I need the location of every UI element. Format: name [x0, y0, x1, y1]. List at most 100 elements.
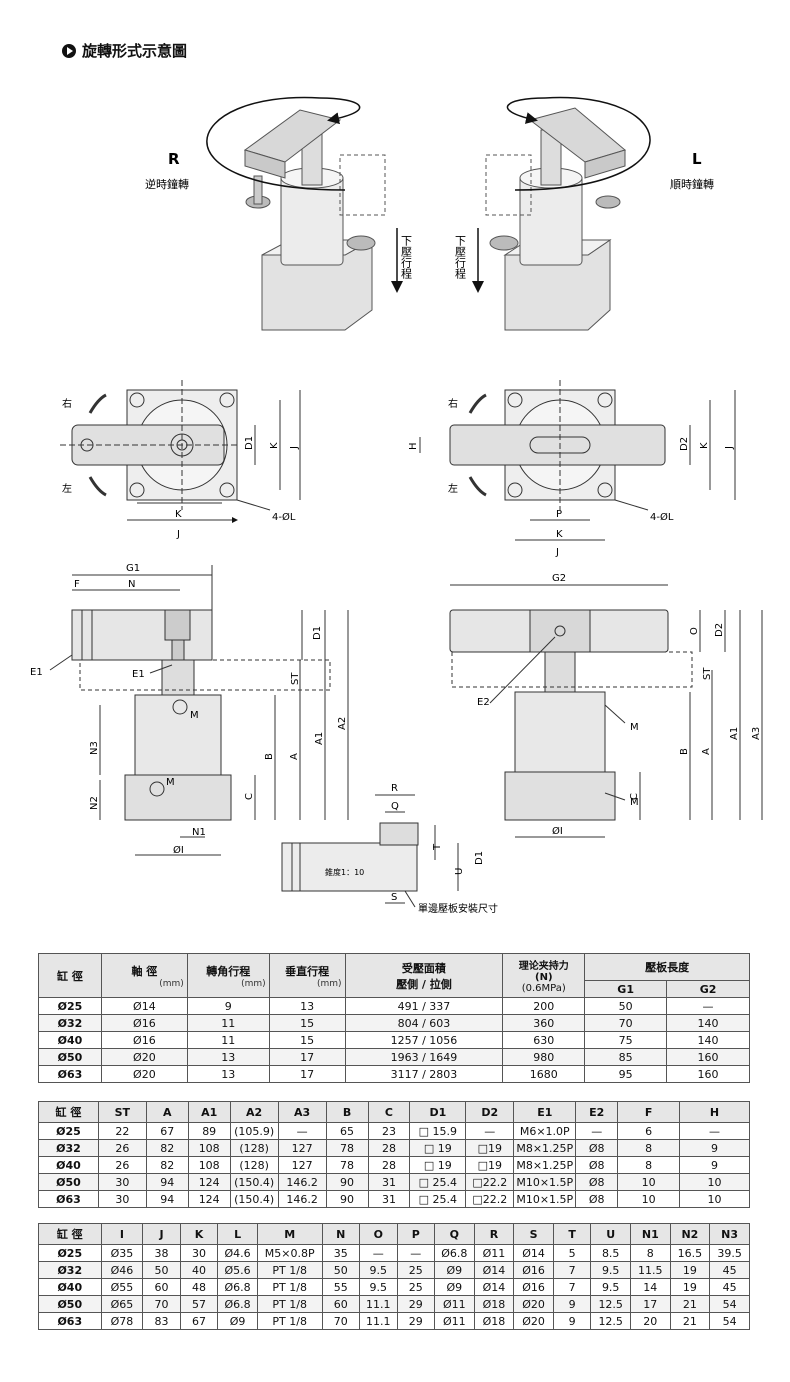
column-header: P	[396, 1223, 436, 1245]
table-cell: 70	[584, 1014, 668, 1032]
column-header: E2	[575, 1101, 619, 1123]
column-header: M	[256, 1223, 323, 1245]
table-cell: 9	[186, 997, 270, 1015]
table-cell: 8	[617, 1139, 681, 1157]
table-cell: M5×0.8P	[256, 1244, 323, 1262]
column-header: I	[100, 1223, 144, 1245]
table-cell: 60	[142, 1278, 181, 1296]
table-cell: Ø14	[473, 1278, 515, 1296]
table-cell: 9	[679, 1156, 750, 1174]
table-cell: Ø78	[100, 1312, 144, 1330]
table-cell: 12.5	[590, 1295, 631, 1313]
sv-n3: N3	[89, 741, 100, 755]
tv-j-vertical: J	[289, 446, 300, 450]
table-cell: M6×1.0P	[513, 1122, 577, 1140]
table-cell: —	[277, 1122, 327, 1140]
sv-a5: A3	[751, 727, 762, 740]
table-cell: 127	[277, 1139, 327, 1157]
table-cell: (150.4)	[229, 1173, 279, 1191]
table-cell: 12.5	[590, 1312, 631, 1330]
column-header: N2	[669, 1223, 711, 1245]
table-cell: 26	[97, 1156, 147, 1174]
tv-right2: 右	[448, 397, 458, 410]
column-header: N	[321, 1223, 361, 1245]
table-cell: □19	[465, 1139, 515, 1157]
top-view-drawings: K J D1 K J 4-ØL 右 左 P K J H D2 K J 4-ØL …	[60, 380, 736, 558]
table-cell: 94	[145, 1173, 189, 1191]
tv-j2-vertical: J	[724, 446, 735, 450]
l-label: 順時鐘轉	[670, 177, 714, 191]
column-header: A3	[277, 1101, 327, 1123]
table-cell: 45	[709, 1278, 750, 1296]
bore-cell: Ø40	[38, 1156, 99, 1174]
table-cell: □ 19	[409, 1156, 467, 1174]
table-cell: Ø55	[100, 1278, 144, 1296]
page-title-text: 旋轉形式示意圖	[82, 42, 188, 60]
table-cell: PT 1/8	[256, 1261, 323, 1279]
bore-cell: Ø50	[38, 1295, 102, 1313]
column-header: F	[617, 1101, 681, 1123]
r-cylinder-drawing	[206, 96, 386, 331]
r-letter: R	[168, 150, 180, 168]
tv-j2: J	[555, 547, 559, 558]
column-header: R	[473, 1223, 515, 1245]
column-header: N1	[630, 1223, 671, 1245]
table-cell: 140	[666, 1014, 750, 1032]
table-cell: □22.2	[465, 1190, 515, 1208]
table-cell: —	[575, 1122, 619, 1140]
table-cell: 26	[97, 1139, 147, 1157]
table-cell: 16.5	[669, 1244, 711, 1262]
tv-left2: 左	[448, 482, 458, 495]
table-cell: 21	[669, 1295, 711, 1313]
table-cell: 39.5	[709, 1244, 750, 1262]
column-header: D1	[409, 1101, 467, 1123]
t1-h-arm: 壓板長度	[584, 953, 750, 981]
table-cell: Ø14	[513, 1244, 554, 1262]
table-cell: □ 25.4	[409, 1173, 467, 1191]
t1-h-shaft: 軸 徑(mm)	[100, 953, 188, 998]
table-cell: 3117 / 2803	[344, 1065, 504, 1083]
table-cell: 13	[186, 1048, 270, 1066]
table-cell: 10	[679, 1190, 750, 1208]
table-cell: 630	[502, 1031, 586, 1049]
table-cell: 8.5	[590, 1244, 631, 1262]
table-cell: 25	[396, 1278, 436, 1296]
cd-s: S	[391, 892, 397, 903]
table-cell: 804 / 603	[344, 1014, 504, 1032]
table-cell: 95	[584, 1065, 668, 1083]
table-cell: Ø14	[100, 997, 188, 1015]
sv-a1: A1	[314, 732, 325, 745]
cd-taper: 錐度1：10	[325, 867, 364, 877]
sv-f: F	[74, 579, 80, 590]
table-cell: 1963 / 1649	[344, 1048, 504, 1066]
table-cell: 10	[617, 1173, 681, 1191]
table-cell: 90	[325, 1173, 369, 1191]
tv-j: J	[176, 529, 180, 540]
table-cell: 50	[584, 997, 668, 1015]
table-cell: 9.5	[359, 1261, 398, 1279]
tv-k-vertical: K	[269, 442, 280, 449]
column-header: 缸 徑	[38, 1101, 99, 1123]
table-cell: Ø18	[473, 1295, 515, 1313]
table-cell: 7	[552, 1261, 592, 1279]
table-cell: 11	[186, 1014, 270, 1032]
sv-b: B	[264, 753, 275, 760]
table-cell: □ 19	[409, 1139, 467, 1157]
table-cell: PT 1/8	[256, 1278, 323, 1296]
column-header: S	[513, 1223, 554, 1245]
table-cell: Ø16	[513, 1278, 554, 1296]
table-cell: 38	[142, 1244, 181, 1262]
table-cell: 54	[709, 1312, 750, 1330]
rotation-illustration: R 逆時鐘轉 下壓行程 下壓行程 L 順時鐘轉	[145, 96, 714, 331]
table-cell: 30	[97, 1190, 147, 1208]
sv-a2: A2	[337, 717, 348, 730]
bore-cell: Ø25	[38, 1122, 99, 1140]
rotate-left-icon	[88, 476, 107, 497]
column-header: L	[217, 1223, 258, 1245]
table-cell: 29	[396, 1312, 436, 1330]
table-cell: Ø11	[473, 1244, 515, 1262]
sv-oi2: ØI	[552, 825, 563, 837]
